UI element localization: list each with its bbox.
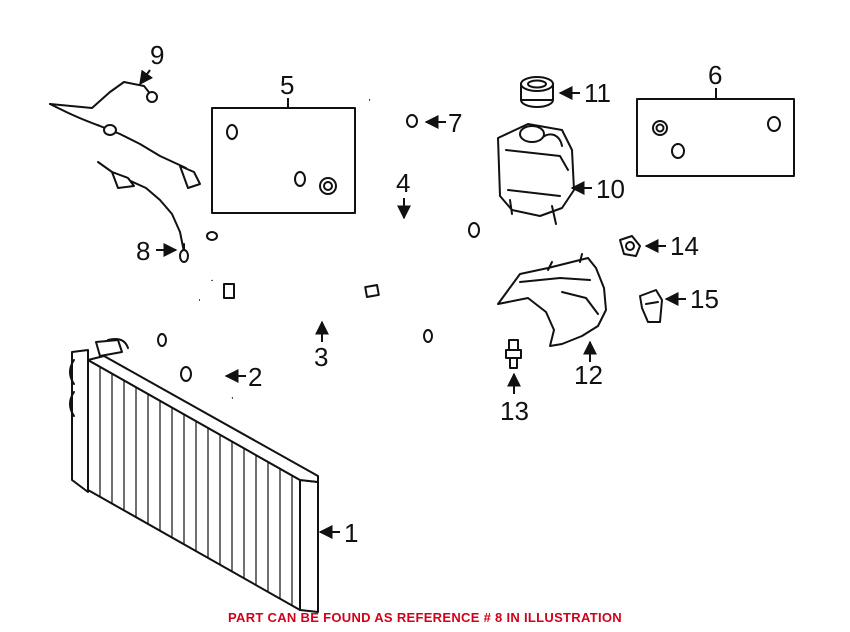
- hose-part-4: [363, 216, 480, 298]
- callout-3: 3: [314, 320, 329, 372]
- svg-text:7: 7: [448, 108, 462, 138]
- callout-15: 15: [664, 284, 719, 314]
- tank-cap-part: [520, 76, 554, 108]
- mount-part-15: [639, 289, 663, 323]
- hose-kit-part-6: [636, 98, 795, 177]
- callout-5: 5: [280, 70, 294, 108]
- callout-4: 4: [396, 168, 411, 220]
- svg-text:10: 10: [596, 174, 625, 204]
- svg-text:9: 9: [150, 40, 164, 70]
- svg-text:4: 4: [396, 168, 410, 198]
- bracket-part-12: [497, 253, 607, 347]
- callout-13: 13: [500, 372, 529, 426]
- svg-text:15: 15: [690, 284, 719, 314]
- svg-text:11: 11: [584, 78, 611, 108]
- callout-9: 9: [139, 40, 164, 86]
- svg-text:3: 3: [314, 342, 328, 372]
- expansion-tank-part: [497, 123, 575, 225]
- svg-text:5: 5: [280, 70, 294, 100]
- callout-11: 11: [558, 78, 611, 108]
- svg-text:12: 12: [574, 360, 603, 390]
- hose-kit-part-5: [211, 107, 356, 214]
- svg-text:8: 8: [136, 236, 150, 266]
- svg-text:13: 13: [500, 396, 529, 426]
- hose-part-2: [180, 366, 233, 401]
- callout-14: 14: [644, 231, 699, 261]
- callout-1: 1: [318, 518, 358, 548]
- callout-8: 8: [136, 236, 178, 266]
- vent-line-part-9: [49, 81, 201, 189]
- svg-text:14: 14: [670, 231, 699, 261]
- reference-note: PART CAN BE FOUND AS REFERENCE # 8 IN IL…: [228, 610, 622, 625]
- radiator-part: [69, 338, 319, 613]
- sensor-line-part-8: [97, 161, 189, 263]
- svg-text:2: 2: [248, 362, 262, 392]
- hose-part-7: [369, 97, 418, 128]
- callout-10: 10: [570, 174, 625, 204]
- callout-2: 2: [224, 362, 262, 392]
- callout-12: 12: [574, 340, 603, 390]
- clip-part-14: [619, 235, 641, 257]
- pipe-assembly-part: [157, 231, 433, 347]
- temperature-sensor-part: [505, 339, 522, 369]
- callout-7: 7: [424, 108, 462, 138]
- svg-text:6: 6: [708, 60, 722, 90]
- callout-6: 6: [708, 60, 722, 99]
- svg-text:1: 1: [344, 518, 358, 548]
